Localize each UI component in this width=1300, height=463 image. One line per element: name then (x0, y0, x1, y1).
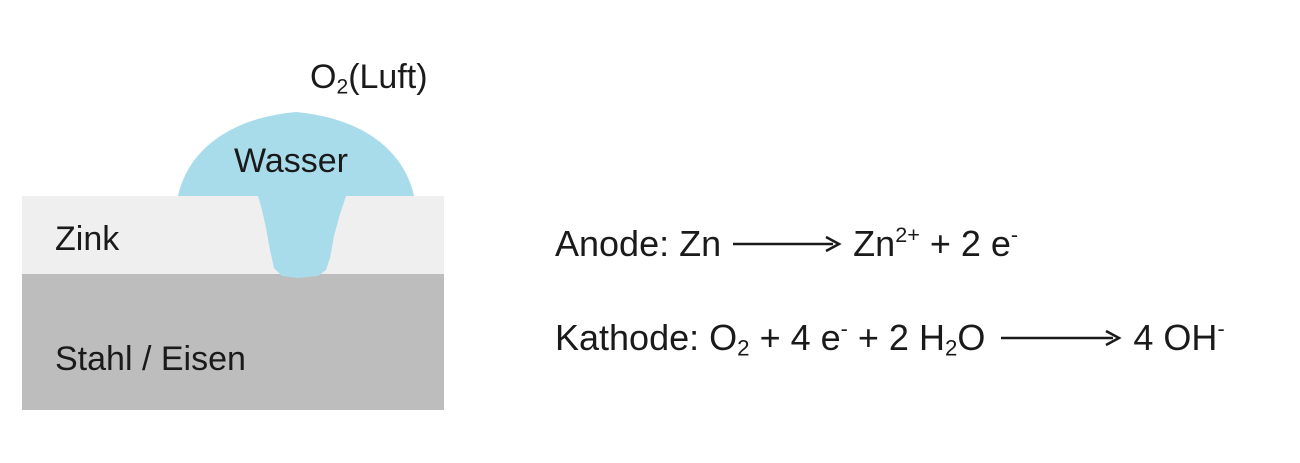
cathode-equation: Kathode: O2 + 4 e- + 2 H2O 4 OH- (555, 318, 1225, 360)
anode-equation: Anode: Zn Zn2+ + 2 e- (555, 224, 1018, 262)
steel-label: Stahl / Eisen (55, 340, 246, 378)
anode-electron-charge: - (1010, 222, 1019, 247)
air-label-prefix: O (310, 58, 337, 96)
anode-product-base: Zn (853, 223, 896, 265)
air-label-suffix: (Luft) (348, 58, 428, 96)
cathode-water-sub: 2 (944, 335, 958, 361)
cathode-product-charge: - (1217, 316, 1225, 341)
air-label-subscript: 2 (336, 75, 349, 99)
zinc-layer (22, 196, 444, 274)
cathode-arrow (1001, 329, 1123, 346)
anode-electrons: + 2 e (929, 223, 1011, 265)
cathode-o2-sub: 2 (737, 335, 750, 361)
anode-arrow (733, 235, 842, 252)
anode-reactant: Zn (679, 223, 722, 265)
water-pit (258, 196, 346, 278)
water-label: Wasser (234, 142, 348, 180)
water-droplet (178, 112, 414, 196)
cathode-label: Kathode: (555, 317, 700, 359)
anode-product-charge: 2+ (895, 222, 920, 247)
zinc-label: Zink (55, 220, 120, 258)
cathode-water-end: O (957, 317, 986, 359)
cathode-electron-charge: - (840, 316, 848, 341)
cathode-electrons: + 4 e (759, 317, 841, 359)
steel-layer (22, 274, 444, 410)
cathode-water-base: + 2 H (857, 317, 945, 359)
anode-label: Anode: (555, 223, 670, 265)
cathode-product: 4 OH (1133, 317, 1218, 359)
air-label: O2(Luft) (310, 60, 428, 97)
cathode-o2-base: O (709, 317, 738, 359)
